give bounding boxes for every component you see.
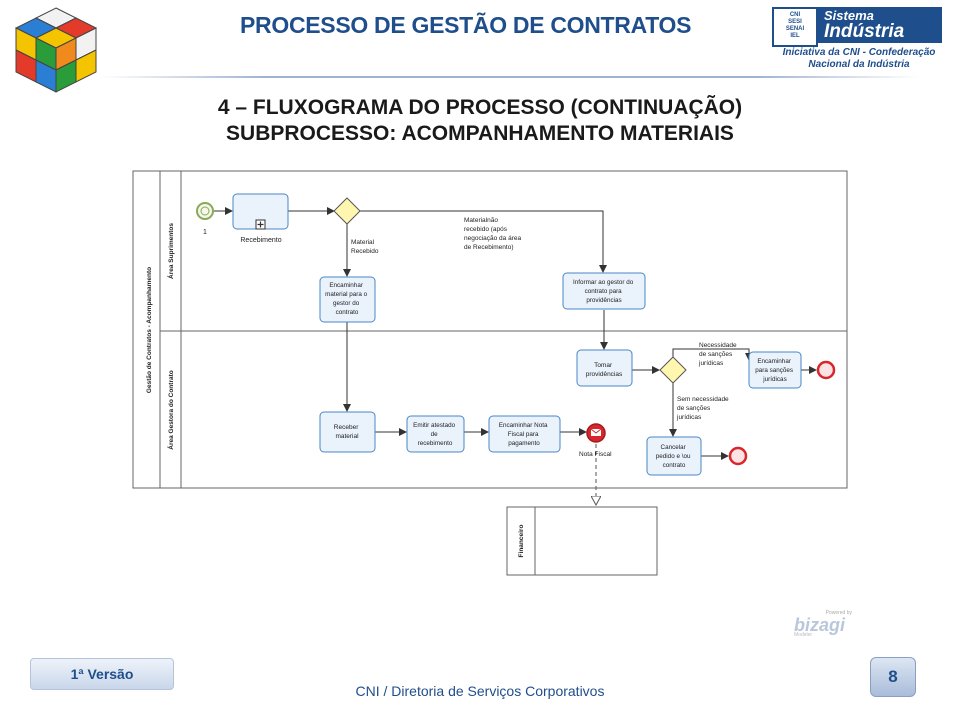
page-subtitle: SUBPROCESSO: ACOMPANHAMENTO MATERIAIS [226,122,734,145]
logo-sistema: Sistema [824,8,874,23]
task-receber-material[interactable] [319,411,376,453]
pool-financeiro [506,506,658,576]
cube-left-face [15,27,57,93]
end-event-sancoes [816,360,836,380]
logo-emblem-line: SESI [788,19,802,25]
bizagi-name: bizagi [794,615,846,635]
header-title: PROCESSO DE GESTÃO DE CONTRATOS [240,12,692,38]
logo-tagline-line: Iniciativa da CNI - Confederação [782,47,936,58]
sistema-industria-logo: CNI SESI SENAI IEL Sistema Indústria Ini… [772,7,944,77]
header-divider [100,76,920,78]
task-encaminhar-sancoes-label: Encaminhar para sanções jurídicas [755,358,795,383]
gateway-sancoes [659,356,687,384]
task-encaminhar-material[interactable] [319,276,376,323]
task-encaminhar-material-label: Encaminhar material para o gestor do con… [325,282,369,316]
task-recebimento-label: Recebimento [240,237,281,244]
logo-tagline-line: Nacional da Indústria [808,59,910,70]
bizagi-logo: Powered by bizagi Modeler [792,610,852,640]
logo-industria: Indústria [824,21,905,42]
task-tomar-providencias[interactable] [576,349,633,387]
page-title: 4 – FLUXOGRAMA DO PROCESSO (CONTINUAÇÃO) [217,96,743,119]
lane-label-gestora: Área Gestora do Contrato [166,370,175,449]
cube-right-face [55,27,97,93]
label-material-nao-recebido: Materialnão recebido (após negociação da… [464,217,523,251]
logo-emblem-line: IEL [790,33,800,39]
start-event [196,202,214,220]
task-encaminhar-nota-label: Encaminhar Nota Fiscal para pagamento [499,422,549,447]
label-necessidade-sancoes: Necessidade de sanções jurídicas [698,342,738,367]
flow-gateway-informar [360,210,607,273]
logo-emblem-line: SENAI [785,26,805,32]
end-event-cancelar [728,446,748,466]
lane-label-suprimentos: Área Suprimentos [166,223,175,279]
task-emitir-atestado-label: Emitir atestado de recebimento [413,422,457,447]
bizagi-sub: Modeler [794,632,813,638]
task-emitir-atestado[interactable] [406,415,465,453]
start-event-inner [200,206,210,216]
pool-financeiro-label: Financeiro [518,525,525,558]
task-encaminhar-sancoes[interactable] [748,351,802,389]
rubiks-cube-logo [14,7,98,93]
envelope-flap [590,428,602,434]
task-cancelar-pedido[interactable] [646,436,702,476]
task-cancelar-pedido-label: Cancelar pedido e \ou contrato [656,444,692,469]
logo-wordmark: Sistema Indústria [818,7,942,43]
pool-label: Gestão de Contratos - Acompanhamento [146,267,153,393]
bizagi-powered: Powered by [825,610,852,616]
task-informar-gestor[interactable] [562,272,646,310]
label-sem-necessidade: Sem necessidade de sanções jurídicas [676,396,730,421]
task-receber-material-label: Receber material [334,424,360,440]
logo-emblem-line: CNI [789,12,801,18]
sequence-flows [214,207,817,460]
task-informar-gestor-label: Informar ao gestor do contrato para prov… [573,279,635,304]
task-tomar-providencias-label: Tomar providências [586,362,623,378]
footer-text: CNI / Diretoria de Serviços Corporativos [355,683,605,699]
page-number: 8 [870,657,916,697]
gateway-material-recebido [333,197,361,225]
logo-emblem: CNI SESI SENAI IEL [772,7,818,47]
version-badge: 1ª Versão [30,658,174,690]
logo-tagline: Iniciativa da CNI - Confederação Naciona… [776,47,942,71]
label-material-recebido: Material Recebido [351,239,379,255]
start-event-number: 1 [203,229,207,236]
label-nota-fiscal: Nota Fiscal [579,451,612,458]
task-encaminhar-nota[interactable] [488,415,561,453]
plus-icon [257,221,264,228]
